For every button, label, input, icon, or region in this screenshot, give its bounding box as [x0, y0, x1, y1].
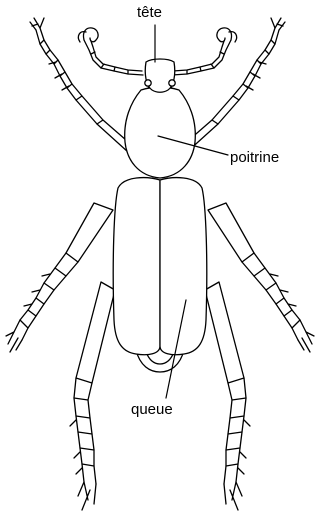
right-front-leg: [181, 18, 285, 152]
left-antenna: [78, 28, 143, 75]
head: [145, 59, 175, 92]
beetle-body: [113, 59, 207, 372]
thorax: [125, 87, 196, 178]
right-hind-leg: [205, 282, 250, 510]
left-front-leg: [30, 18, 134, 152]
head-label: tête: [137, 5, 162, 20]
left-elytron: [113, 178, 160, 355]
abdomen-label: queue: [131, 402, 173, 417]
right-elytron: [160, 178, 207, 355]
right-antenna: [172, 28, 237, 75]
left-hind-leg: [70, 282, 115, 510]
thorax-label: poitrine: [230, 150, 279, 165]
